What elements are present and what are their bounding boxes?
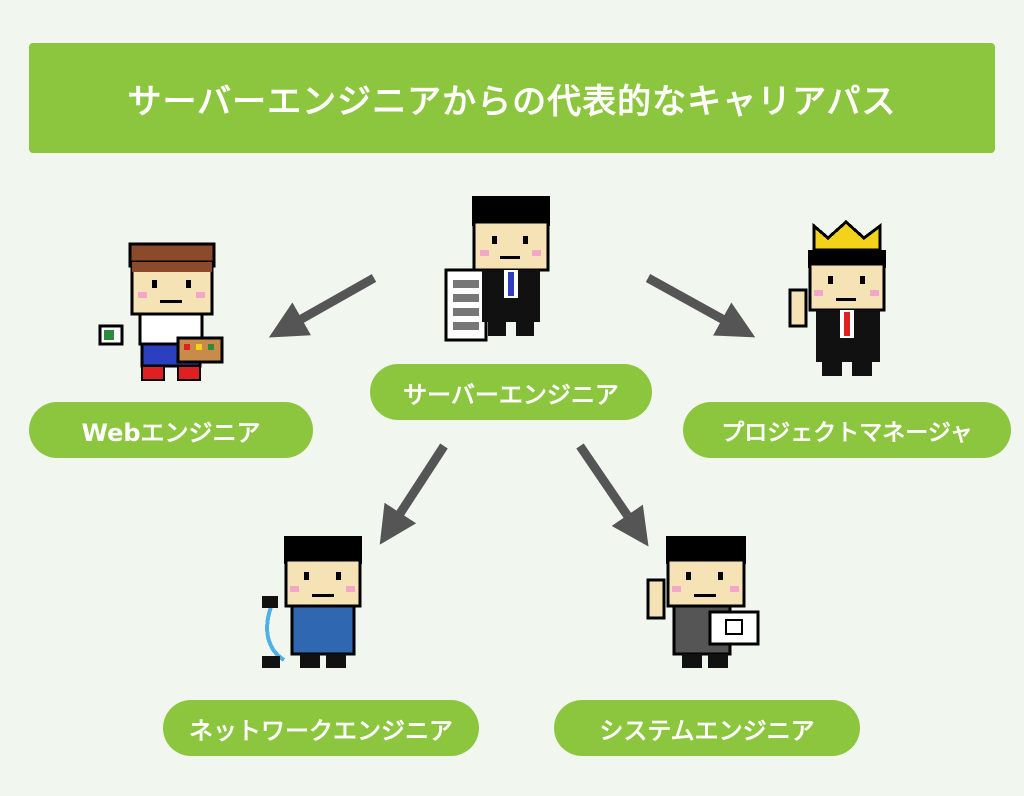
network-engineer-character bbox=[262, 536, 362, 668]
server-engineer-character bbox=[444, 196, 550, 342]
node-system-engineer: システムエンジニア bbox=[554, 700, 860, 756]
system-engineer-character bbox=[646, 536, 760, 668]
node-server-engineer-label: サーバーエンジニア bbox=[403, 380, 619, 409]
project-manager-character bbox=[788, 219, 886, 376]
node-web-engineer-label: Webエンジニア bbox=[81, 418, 261, 447]
node-web-engineer: Webエンジニア bbox=[29, 402, 313, 458]
arrow-to-web bbox=[268, 274, 377, 338]
node-network-engineer-label: ネットワークエンジニア bbox=[189, 716, 453, 745]
diagram-title: サーバーエンジニアからの代表的なキャリアパス bbox=[127, 81, 897, 122]
node-project-manager: プロジェクトマネージャ bbox=[683, 402, 1011, 458]
node-project-manager-label: プロジェクトマネージャ bbox=[721, 420, 973, 446]
arrow-to-network bbox=[379, 443, 448, 545]
node-server-engineer: サーバーエンジニア bbox=[370, 364, 652, 420]
node-system-engineer-label: システムエンジニア bbox=[599, 716, 815, 745]
web-engineer-character bbox=[98, 242, 224, 381]
node-network-engineer: ネットワークエンジニア bbox=[163, 700, 479, 756]
arrow-to-pm bbox=[645, 274, 756, 338]
title-banner: サーバーエンジニアからの代表的なキャリアパス bbox=[29, 43, 995, 153]
arrow-to-system bbox=[576, 443, 649, 547]
